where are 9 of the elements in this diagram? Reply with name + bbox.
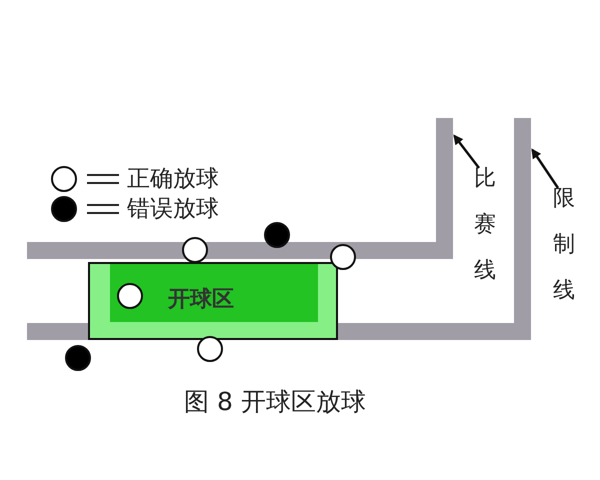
leader-arrow: [453, 134, 480, 169]
caption: 图 8 开球区放球: [184, 387, 366, 416]
legend-label: 正确放球: [127, 165, 219, 194]
line-label: 比赛线: [474, 165, 497, 285]
line-label: 限制线: [553, 185, 576, 305]
serve-zone-box: [88, 262, 338, 340]
legend-label: 错误放球: [127, 195, 219, 224]
zone-label: 开球区: [168, 286, 234, 314]
leader-arrow: [531, 148, 560, 189]
